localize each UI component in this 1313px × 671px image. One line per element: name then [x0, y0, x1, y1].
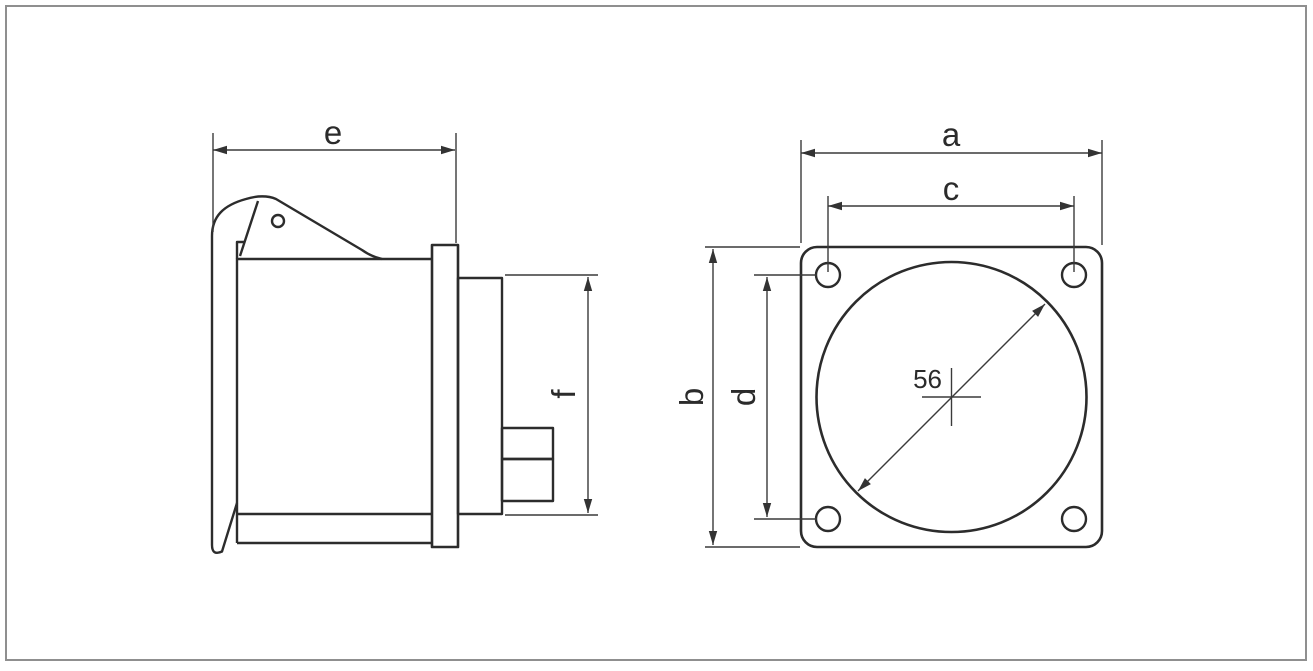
mounting-hole-bottom-right: [1060, 505, 1088, 533]
dim-label-c: c: [943, 170, 960, 207]
cover-inner-edge: [238, 200, 260, 257]
terminal-block-lower: [500, 457, 555, 503]
body-outline: [235, 257, 432, 543]
dimension-b: b: [673, 246, 800, 548]
dimension-f: f: [505, 274, 598, 516]
page-border-frame: [5, 5, 1307, 661]
terminal-block-upper: [500, 426, 555, 461]
hinge-hole: [270, 213, 286, 229]
dim-label-e: e: [324, 114, 342, 151]
cover-outline: [210, 195, 383, 545]
rear-body: [456, 276, 504, 516]
dimension-d: d: [725, 274, 817, 520]
dim-label-diameter: 56: [913, 364, 942, 394]
dim-label-a: a: [942, 116, 961, 153]
hinge-step: [235, 240, 245, 259]
flange-side: [430, 243, 460, 549]
diameter-arrow: [857, 303, 1046, 492]
dim-label-f: f: [545, 389, 582, 399]
dim-label-b: b: [673, 388, 710, 406]
mounting-hole-bottom-left: [814, 505, 842, 533]
cover-bottom-lip: [210, 502, 239, 555]
dimension-a: a: [800, 116, 1103, 245]
dimension-c: c: [827, 170, 1075, 272]
front-view: 56 a c b d: [673, 116, 1104, 549]
flange-front: [799, 245, 1104, 549]
side-view: e f: [210, 114, 598, 555]
socket-opening-circle: [815, 260, 1088, 534]
dim-label-d: d: [725, 388, 762, 406]
dimension-e: e: [212, 114, 457, 243]
